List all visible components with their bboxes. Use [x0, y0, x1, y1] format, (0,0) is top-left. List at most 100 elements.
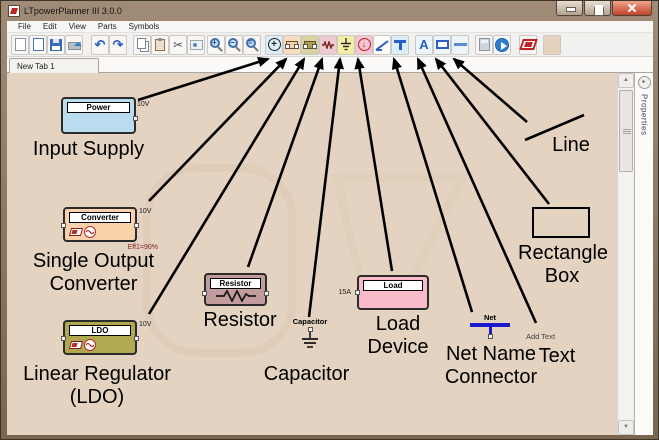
capacitor-button[interactable] — [337, 34, 355, 55]
line-tool-button[interactable] — [373, 34, 391, 55]
new-file-button[interactable] — [11, 34, 29, 55]
properties-tab[interactable]: Properties — [639, 94, 649, 136]
text-tool-button[interactable]: A — [415, 34, 433, 55]
resistor-symbol[interactable]: Resistor — [202, 273, 269, 306]
scroll-up-button[interactable]: ▲ — [618, 73, 634, 88]
menu-parts[interactable]: Parts — [97, 22, 117, 31]
save-icon — [50, 38, 62, 51]
line-tool-icon — [375, 39, 389, 51]
net-caption[interactable]: Net Name Connector — [444, 343, 538, 388]
capacitor-icon — [341, 38, 351, 51]
net-tool-button[interactable] — [391, 34, 409, 55]
properties-expand-button[interactable]: ▸ — [637, 76, 651, 89]
image-button[interactable] — [187, 34, 205, 55]
add-text-placeholder[interactable]: Add Text — [526, 332, 556, 341]
line-caption[interactable]: Line — [552, 134, 590, 156]
vertical-scrollbar[interactable]: ▲ ▼ — [617, 73, 634, 435]
load-symbol-label: Load — [363, 280, 423, 291]
power-source-button[interactable]: + — [265, 34, 283, 55]
menu-view[interactable]: View — [68, 22, 86, 31]
capacitor-symbol-label: Capacitor — [292, 317, 328, 326]
zoom-out-button[interactable]: − — [225, 34, 243, 55]
net-tool-icon — [394, 40, 406, 50]
open-file-icon — [32, 38, 44, 51]
load-caption[interactable]: Load Device — [367, 313, 429, 358]
power-output-pin[interactable] — [133, 116, 138, 121]
capacitor-pin[interactable] — [307, 327, 313, 332]
schematic-canvas[interactable]: Power 10V Input Supply Converter — [7, 73, 617, 435]
power-caption[interactable]: Input Supply — [32, 138, 145, 160]
lt-logo-button[interactable] — [518, 34, 538, 55]
rectangle-shape[interactable] — [532, 207, 590, 238]
converter-caption[interactable]: Single Output Converter — [32, 250, 155, 295]
tab-new-tab-1[interactable]: New Tab 1 — [9, 58, 99, 73]
converter-efficiency: Eff1=90% — [127, 244, 158, 251]
color-swatch[interactable] — [543, 34, 561, 55]
maximize-button[interactable] — [584, 1, 611, 16]
converter-input-pin[interactable] — [61, 223, 66, 228]
redo-button[interactable]: ↷ — [109, 34, 127, 55]
resistor-symbol-label: Resistor — [210, 278, 261, 289]
open-file-button[interactable] — [29, 34, 47, 55]
window-title: LTpowerPlanner III 3.0.0 — [24, 6, 122, 16]
hline-tool-button[interactable] — [451, 34, 469, 55]
redo-icon: ↷ — [112, 37, 124, 52]
cut-button[interactable]: ✂ — [169, 34, 187, 55]
calculator-button[interactable] — [475, 34, 493, 55]
text-caption[interactable]: Text — [538, 345, 576, 367]
ldo-input-pin[interactable] — [61, 336, 66, 341]
title-bar[interactable]: LTpowerPlanner III 3.0.0 — [1, 1, 658, 21]
scrollbar-thumb[interactable] — [619, 90, 633, 172]
rectangle-tool-button[interactable] — [433, 34, 451, 55]
calculator-icon — [478, 38, 490, 51]
net-connector-symbol[interactable]: Net — [459, 313, 521, 339]
load-button[interactable]: ↓ — [355, 34, 373, 55]
undo-icon: ↶ — [94, 37, 106, 52]
resistor-caption[interactable]: Resistor — [203, 309, 277, 331]
resistor-button[interactable] — [319, 34, 337, 55]
power-symbol[interactable]: Power — [61, 97, 138, 134]
converter-button[interactable] — [283, 34, 301, 55]
resistor-left-pin[interactable] — [202, 291, 207, 296]
undo-button[interactable]: ↶ — [91, 34, 109, 55]
ldo-caption[interactable]: Linear Regulator (LDO) — [23, 363, 171, 408]
text-tool-icon: A — [419, 37, 429, 52]
resistor-right-pin[interactable] — [264, 291, 269, 296]
net-symbol-label: Net — [483, 313, 497, 322]
converter-icon — [285, 40, 299, 49]
paste-button[interactable] — [151, 34, 169, 55]
sine-wave-icon — [84, 339, 96, 351]
converter-output-pin[interactable] — [134, 223, 139, 228]
net-pin[interactable] — [487, 334, 493, 339]
zoom-in-button[interactable]: + — [207, 34, 225, 55]
load-input-pin[interactable] — [355, 290, 360, 295]
capacitor-symbol[interactable]: Capacitor — [284, 317, 336, 352]
image-icon — [189, 39, 203, 50]
load-symbol[interactable]: Load — [355, 275, 429, 310]
print-button[interactable] — [65, 34, 83, 55]
close-button[interactable] — [612, 1, 652, 16]
ldo-output-pin[interactable] — [134, 336, 139, 341]
converter-symbol[interactable]: Converter — [61, 207, 139, 242]
resistor-icon — [322, 40, 334, 49]
ldo-voltage: 10V — [139, 321, 152, 328]
scroll-down-button[interactable]: ▼ — [618, 420, 634, 435]
lt-logo-chip-icon — [68, 341, 84, 349]
save-button[interactable] — [47, 34, 65, 55]
copy-button[interactable] — [133, 34, 151, 55]
net-bar — [470, 323, 510, 327]
converter-voltage: 10V — [139, 208, 152, 215]
run-button[interactable] — [493, 34, 511, 55]
menu-edit[interactable]: Edit — [42, 22, 57, 31]
rectangle-caption[interactable]: Rectangle Box — [518, 242, 609, 287]
power-voltage: 10V — [137, 101, 150, 108]
menu-symbols[interactable]: Symbols — [128, 22, 160, 31]
menu-file[interactable]: File — [18, 22, 31, 31]
capacitor-caption[interactable]: Capacitor — [263, 363, 350, 385]
cut-icon: ✂ — [172, 37, 184, 52]
minimize-button[interactable] — [556, 1, 583, 16]
ldo-symbol[interactable]: LDO — [61, 320, 139, 355]
ldo-button[interactable] — [301, 34, 319, 55]
zoom-fit-button[interactable]: = — [243, 34, 261, 55]
